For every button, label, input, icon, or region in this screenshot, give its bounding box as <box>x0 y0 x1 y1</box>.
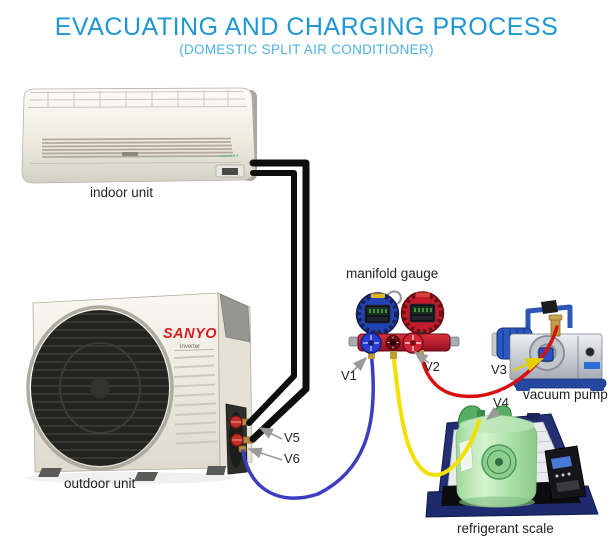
label-vacuum-pump: vacuum pump <box>523 387 608 402</box>
indoor-unit-top-vents <box>27 89 248 108</box>
cylinder-valve-stem <box>477 410 485 421</box>
outdoor-unit: SANYO Inverter <box>25 292 255 484</box>
outdoor-unit-model-underline <box>173 349 215 351</box>
refrigerant-scale <box>425 405 599 518</box>
indoor-unit-eco-logo <box>219 154 239 157</box>
hose-blue-low-side <box>241 350 375 500</box>
scale-lid-latch <box>527 413 540 420</box>
label-outdoor-unit: outdoor unit <box>64 476 136 491</box>
outdoor-unit-brand-text: SANYO <box>163 326 217 342</box>
label-indoor-unit: indoor unit <box>90 185 154 200</box>
arrow-v2 <box>413 351 430 365</box>
outdoor-unit-fan-grille <box>26 305 174 471</box>
vacuum-pump-handle-grip <box>541 300 558 314</box>
outdoor-unit-side-louvers <box>173 355 218 445</box>
arrow-v6 <box>247 447 283 461</box>
vacuum-pump-foot-right <box>590 386 604 391</box>
pipe-inner <box>246 170 297 426</box>
manifold-knob-v2 <box>402 332 424 354</box>
hose-yellow-service <box>391 350 481 477</box>
manifold-left-port <box>348 336 359 347</box>
refrigerant-cylinder <box>455 405 538 508</box>
indoor-unit-bottom-seam <box>29 162 241 164</box>
indoor-unit-display-window <box>222 168 238 175</box>
label-valve-v1: V1 <box>341 368 357 383</box>
manifold-yellow-hose-nut <box>390 351 397 359</box>
vacuum-pump-inlet-cap <box>548 314 563 321</box>
arrow-v4 <box>485 406 501 420</box>
service-hoses <box>241 325 559 500</box>
manifold-blue-hose-nut <box>368 351 375 359</box>
label-manifold-gauge: manifold gauge <box>346 266 439 281</box>
pipe-outer <box>249 159 310 443</box>
vacuum-pump-emblem <box>585 347 595 357</box>
gauge-low-top-tag <box>371 293 385 298</box>
scale-display-screen <box>551 456 572 469</box>
label-valve-v4: V4 <box>493 395 509 410</box>
arrow-v5 <box>258 427 283 440</box>
scale-display-unit <box>544 445 587 501</box>
label-valve-v3: V3 <box>491 362 507 377</box>
hose-red-high-side <box>418 325 559 399</box>
gauge-high-top-tag <box>416 292 430 297</box>
cylinder-foot-ring <box>459 496 535 508</box>
label-valve-v6: V6 <box>284 451 300 466</box>
indoor-unit-brand-mark <box>122 152 138 156</box>
cylinder-shoulder <box>459 417 535 433</box>
outdoor-unit-model-text: Inverter <box>180 344 200 350</box>
label-valve-v5: V5 <box>284 430 300 445</box>
label-valve-v2: V2 <box>424 359 440 374</box>
indoor-unit <box>21 87 257 184</box>
vacuum-pump-label-sticker <box>584 362 600 369</box>
outdoor-unit-corner-guard <box>219 293 251 343</box>
gauge-high-digits <box>414 308 432 312</box>
gauge-low-digits <box>369 309 387 313</box>
outdoor-unit-feet <box>38 466 226 481</box>
indoor-unit-louvers <box>41 137 234 158</box>
page-subtitle: (DOMESTIC SPLIT AIR CONDITIONER) <box>179 42 434 57</box>
manifold-gauge <box>348 290 460 359</box>
arrow-v3 <box>512 358 544 372</box>
outdoor-unit-shadow <box>25 472 235 484</box>
page-title: EVACUATING AND CHARGING PROCESS <box>54 13 559 41</box>
vacuum-pump-foot-left <box>516 386 530 391</box>
label-refrigerant-scale: refrigerant scale <box>457 521 554 536</box>
arrow-v1 <box>350 356 368 374</box>
manifold-right-port <box>449 336 460 347</box>
refrigerant-pipes <box>246 159 310 443</box>
manifold-knob-v1 <box>360 332 382 354</box>
pointer-arrows <box>247 351 544 461</box>
gauge-low-side <box>355 292 400 336</box>
gauge-high-side <box>400 291 445 335</box>
